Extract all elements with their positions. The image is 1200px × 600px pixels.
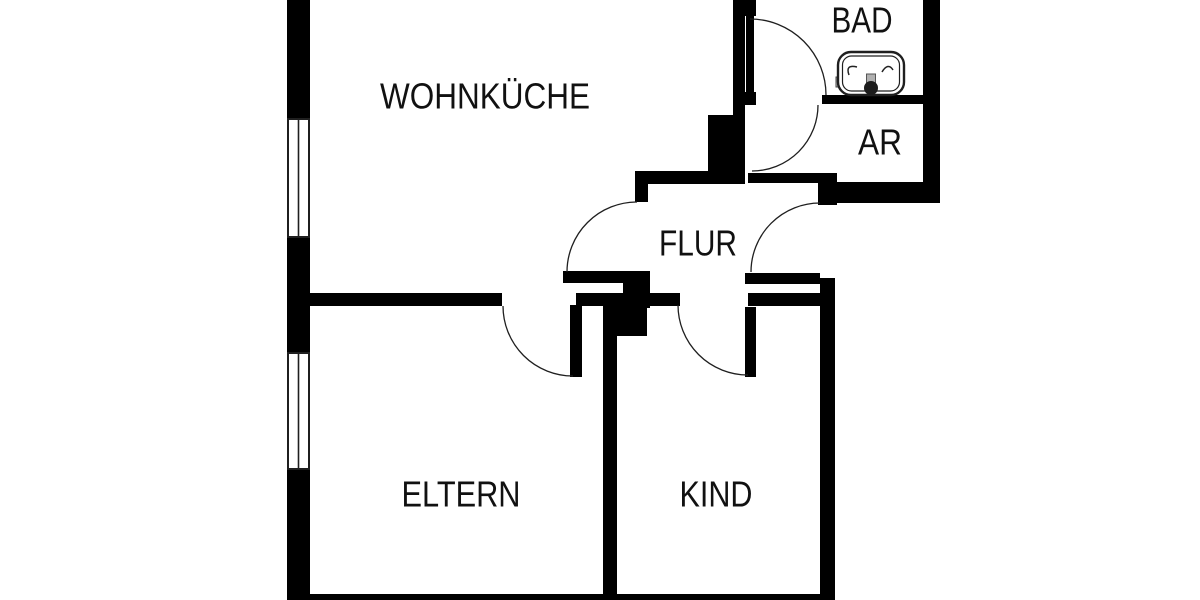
room-label-bad: BAD	[832, 0, 893, 41]
wall-kind-top-right	[748, 293, 820, 306]
door-leaf-kind	[745, 307, 756, 377]
wall-bad-ar	[822, 95, 940, 104]
door-leaf-wohnkueche	[563, 271, 637, 283]
sink-tap-handle-right	[881, 65, 894, 73]
pier-bad-door-top	[744, 0, 756, 16]
outer-wall-left-bottom	[287, 470, 310, 600]
wall-flur-top	[635, 171, 745, 184]
door-swing-wohnkueche	[566, 201, 638, 273]
room-label-kind: KIND	[680, 474, 753, 515]
wall-eltern-top	[305, 293, 502, 306]
wall-kind-right	[820, 278, 835, 600]
wall-eltern-kind-divider	[603, 296, 617, 600]
door-leaf-eltern	[570, 305, 582, 377]
door-swing-entrance	[750, 202, 821, 273]
wall-bottom-edge	[288, 594, 835, 600]
jamb-wohnkueche-door	[635, 171, 648, 202]
outer-wall-ar-bottom	[835, 182, 940, 203]
outer-wall-left-top	[287, 0, 310, 118]
door-swing-ar	[751, 104, 819, 172]
outer-wall-left-middle	[287, 238, 310, 352]
sink-faucet-knob	[864, 81, 878, 95]
pier-bad-door-hinge	[744, 92, 756, 105]
room-label-eltern: ELTERN	[402, 474, 521, 515]
outer-wall-right	[923, 0, 940, 203]
door-swing-eltern	[502, 305, 574, 377]
door-swing-bad	[749, 18, 827, 96]
pier-entrance-top	[818, 173, 837, 205]
door-swing-kind	[677, 304, 749, 376]
door-leaf-entrance	[745, 273, 820, 284]
door-leaf-bad	[746, 16, 754, 95]
room-label-flur: FLUR	[659, 223, 737, 264]
sink-tap-handle-left	[847, 65, 858, 76]
wall-ar-bottom-inner	[748, 173, 822, 183]
room-label-wohnkueche: WOHNKÜCHE	[380, 76, 590, 117]
room-label-ar: AR	[858, 122, 902, 163]
